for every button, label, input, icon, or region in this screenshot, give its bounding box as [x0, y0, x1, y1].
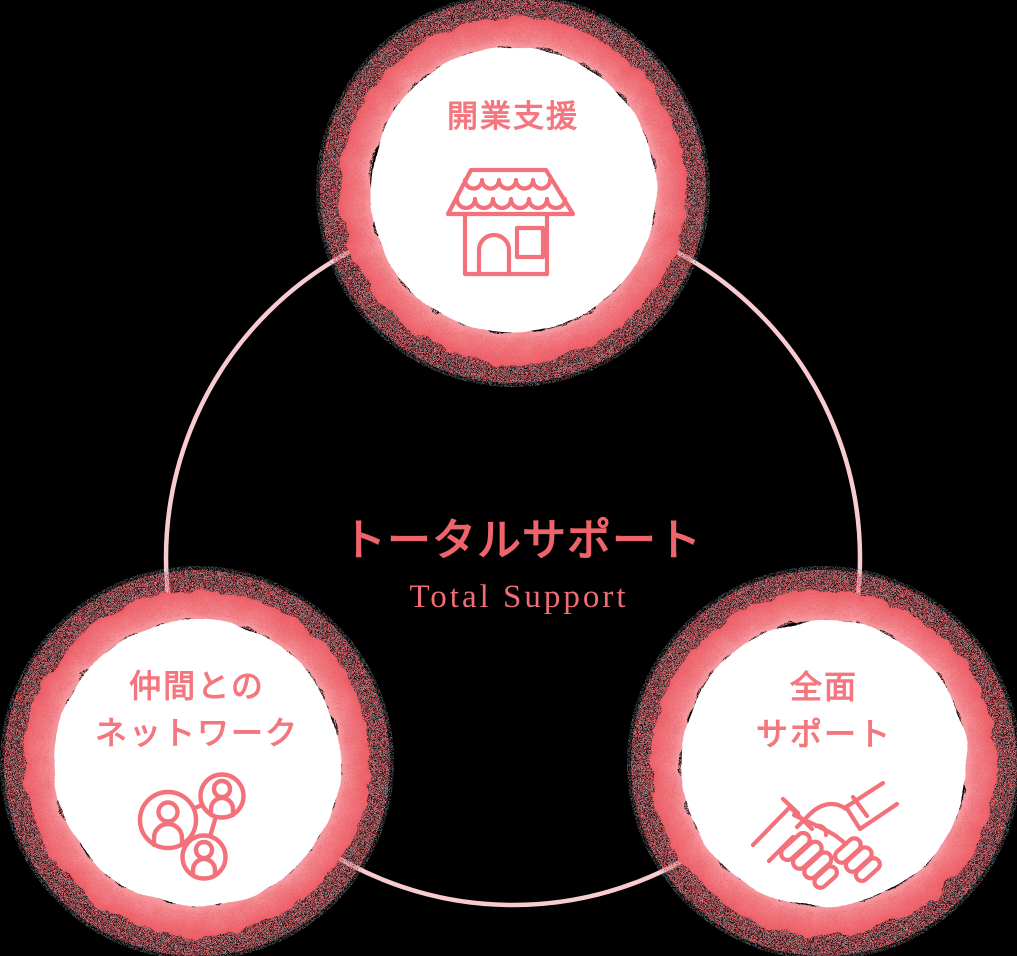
right-hand-back	[794, 801, 849, 830]
node-circle-peer-network	[0, 566, 394, 956]
thumb	[813, 823, 829, 838]
right-hand-fingers	[778, 830, 839, 890]
finger	[812, 864, 839, 890]
storefront-icon	[445, 167, 576, 277]
node-label-peer-network: 仲間との ネットワーク	[95, 663, 299, 757]
node-circle-full-support	[627, 566, 1017, 956]
node-circle-fill	[370, 47, 656, 333]
node-circle-opening-support	[316, 0, 710, 387]
grain-fringe-teal	[0, 566, 394, 956]
storefront-window	[514, 225, 546, 260]
node-label-line: 開業支援	[447, 99, 579, 134]
finger	[853, 856, 882, 884]
ring-mottle	[19, 585, 375, 941]
node-label-line: 全面	[789, 669, 859, 705]
center-title-japanese: トータルサポート	[342, 516, 702, 565]
person-head	[156, 800, 180, 824]
node-label-full-support: 全面 サポート	[756, 664, 892, 758]
node-label-line: サポート	[755, 716, 893, 752]
node-label-line: 仲間との	[129, 668, 265, 704]
node-circle-fill	[681, 620, 967, 906]
grain-fringe-teal	[316, 0, 710, 387]
storefront-body	[462, 211, 550, 277]
person-shoulders	[190, 856, 218, 878]
person-shoulders	[208, 795, 236, 818]
ring-mottle	[335, 12, 691, 368]
left-hand-fingers	[833, 836, 882, 884]
awning-scallops-row1	[462, 177, 553, 191]
node-circle-fill	[54, 620, 340, 906]
node-label-line: ネットワーク	[94, 715, 300, 751]
awning-scallops-row2	[454, 196, 568, 211]
handshake-icon	[750, 780, 900, 890]
storefront-door	[476, 232, 512, 277]
right-sleeve	[843, 780, 900, 832]
grain-fringe-teal	[627, 566, 1017, 956]
node-label-opening-support: 開業支援	[447, 93, 579, 140]
ring-mottle	[646, 585, 1002, 941]
center-title-english: Total Support	[409, 579, 629, 615]
people-network-icon	[137, 772, 246, 881]
person-shoulders	[151, 821, 185, 848]
